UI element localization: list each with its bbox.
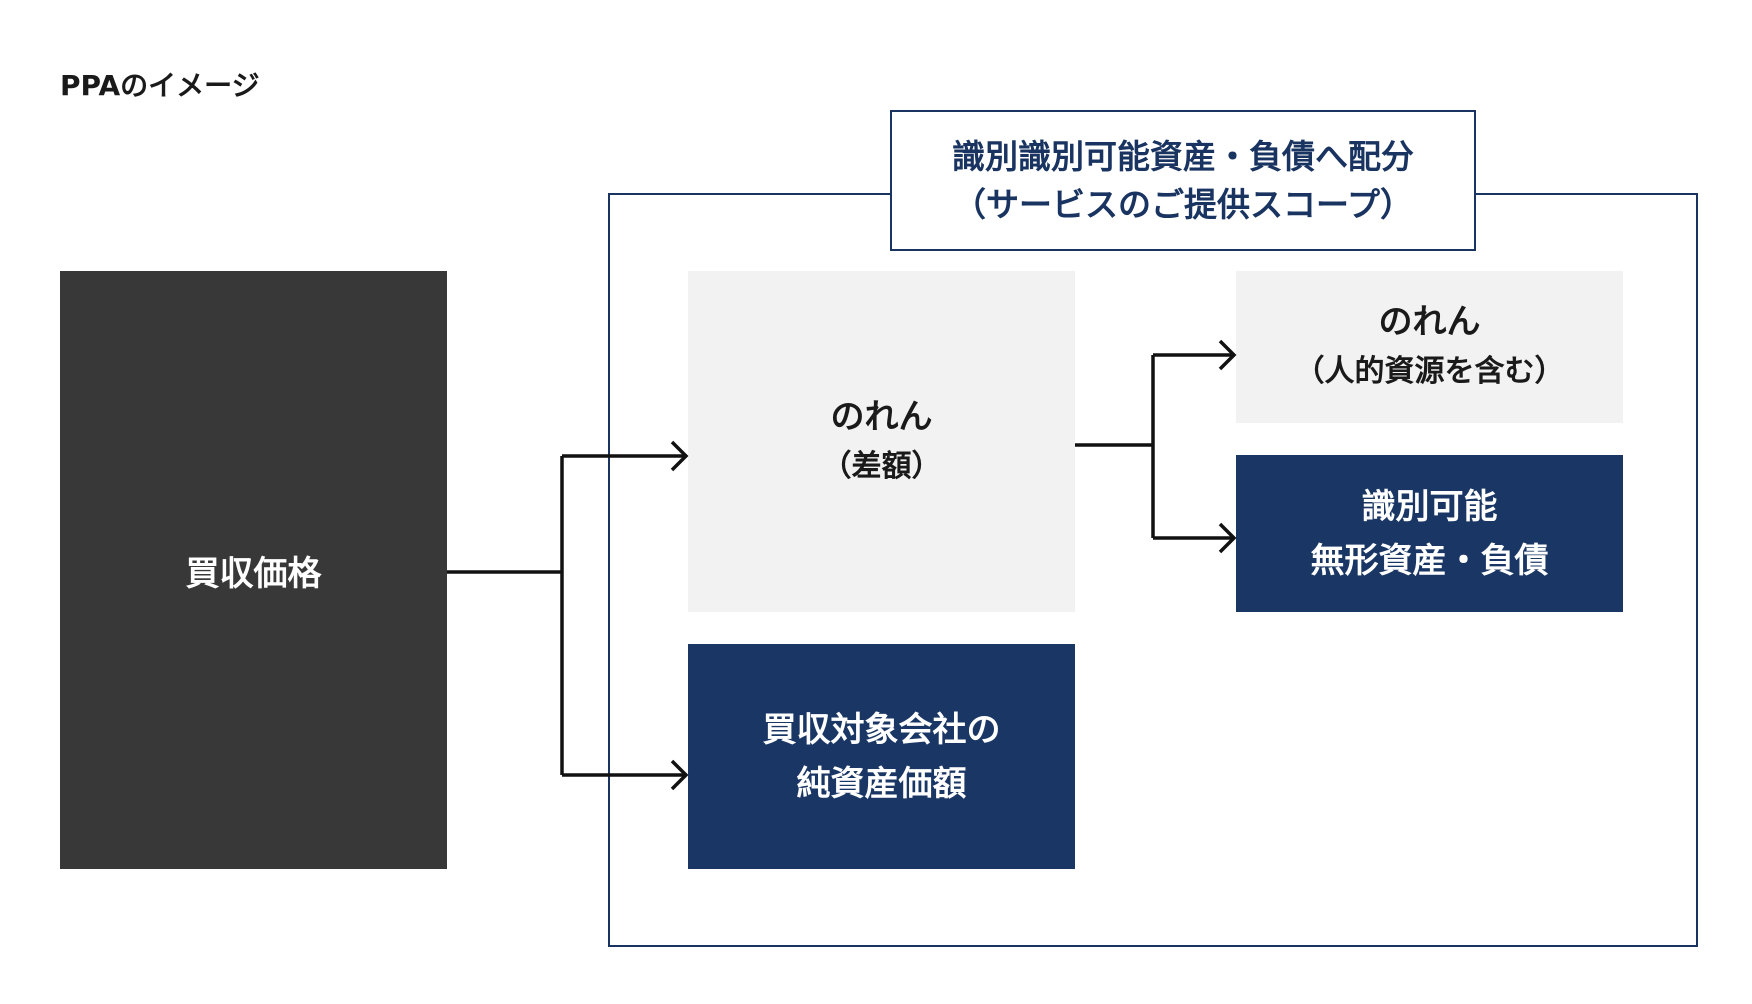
net-assets-box: 買収対象会社の 純資産価額: [688, 644, 1075, 869]
scope-label-line1: 識別識別可能資産・負債へ配分: [952, 136, 1414, 176]
intangibles-line1: 識別可能: [1361, 486, 1498, 527]
goodwill-human-title: のれん: [1378, 302, 1481, 342]
arrow-to-net-assets-head: [670, 759, 689, 791]
page-title: PPAのイメージ: [60, 69, 260, 102]
goodwill-difference-title: のれん: [830, 396, 933, 437]
goodwill-difference-box: のれん （差額）: [688, 271, 1075, 612]
goodwill-difference-note: （差額）: [821, 448, 942, 484]
arrow-to-goodwill-human-head: [1218, 339, 1237, 371]
service-scope-label: 識別識別可能資産・負債へ配分 （サービスのご提供スコープ）: [890, 110, 1476, 251]
purchase-price-box: 買収価格: [60, 271, 447, 869]
goodwill-human-resources-box: のれん （人的資源を含む）: [1236, 271, 1623, 423]
net-assets-line2: 純資産価額: [796, 763, 967, 804]
net-assets-line1: 買収対象会社の: [762, 709, 1001, 750]
purchase-price-label: 買収価格: [185, 553, 322, 594]
identifiable-intangibles-box: 識別可能 無形資産・負債: [1236, 455, 1623, 612]
arrow-to-goodwill-head: [670, 440, 689, 472]
intangibles-line2: 無形資産・負債: [1310, 540, 1549, 581]
goodwill-human-note: （人的資源を含む）: [1294, 354, 1565, 389]
scope-label-line2: （サービスのご提供スコープ）: [952, 184, 1414, 224]
arrow-to-intangibles-head: [1218, 522, 1237, 554]
